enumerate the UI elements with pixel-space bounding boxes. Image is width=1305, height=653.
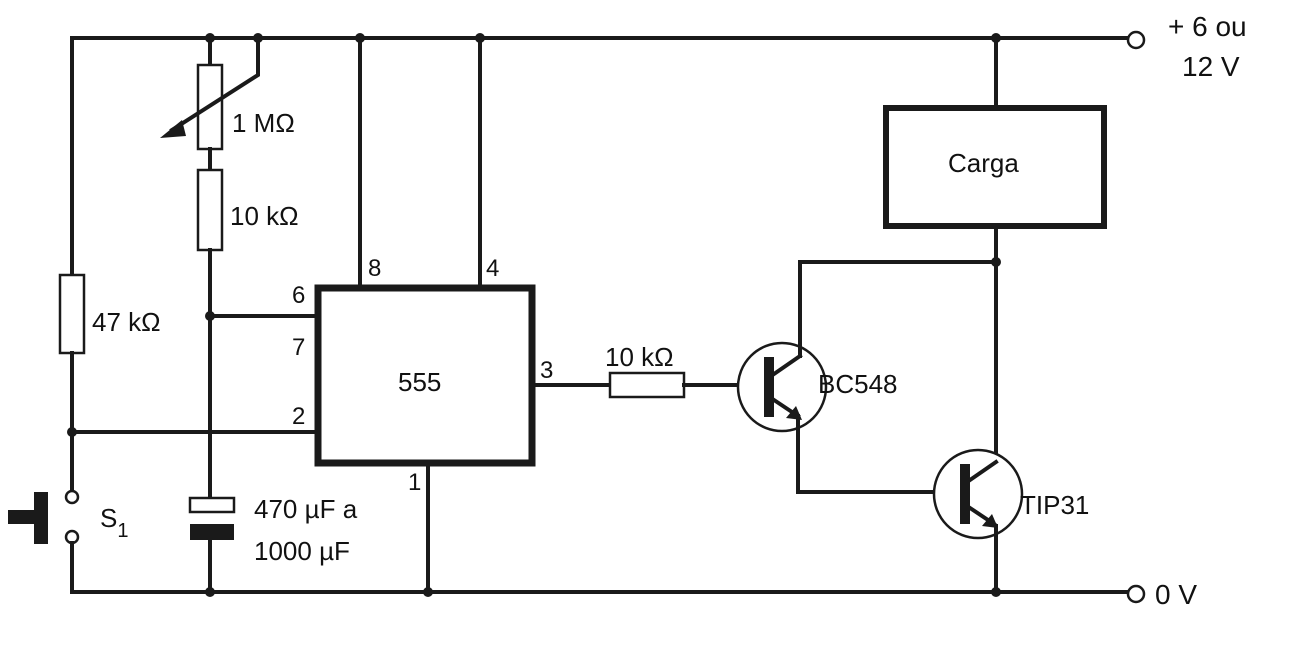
junction-pin1-ground bbox=[423, 587, 433, 597]
q1-collector-wire bbox=[798, 260, 998, 358]
transistor-tip31-body bbox=[932, 448, 1024, 540]
ic-555-label: 555 bbox=[398, 367, 441, 397]
pot-wiper-arrow bbox=[160, 120, 186, 138]
resistor-timing-10k bbox=[196, 168, 224, 252]
transistor-tip31-base-bar bbox=[960, 464, 970, 524]
pin-2-label: 2 bbox=[292, 403, 305, 430]
pot-wiper bbox=[169, 36, 260, 133]
resistor-base-label: 10 kΩ bbox=[605, 342, 674, 372]
transistor-bc548-body bbox=[736, 341, 828, 433]
capacitor-plate-positive bbox=[188, 496, 236, 514]
pin-4-label: 4 bbox=[486, 255, 499, 282]
junction-q2-ground bbox=[991, 587, 1001, 597]
transistor-tip31-label: TIP31 bbox=[1020, 490, 1089, 520]
capacitor-label-line2: 1000 µF bbox=[254, 536, 350, 566]
pin-1-label: 1 bbox=[408, 469, 421, 496]
pin-8-label: 8 bbox=[368, 255, 381, 282]
resistor-47k-label: 47 kΩ bbox=[92, 307, 161, 337]
switch-label-sub: 1 bbox=[117, 520, 128, 542]
supply-label-line1: + 6 ou bbox=[1168, 11, 1247, 42]
junction-cap-ground bbox=[205, 587, 215, 597]
q1-collector-lead bbox=[771, 353, 803, 377]
load-label: Carga bbox=[948, 148, 1019, 178]
ground-label: 0 V bbox=[1155, 579, 1197, 610]
capacitor-label-line1: 470 µF a bbox=[254, 494, 358, 524]
switch-pushbutton bbox=[34, 492, 48, 544]
q1-emitter-wire bbox=[796, 414, 966, 494]
switch-label: S1 bbox=[100, 503, 128, 542]
supply-terminal bbox=[1126, 30, 1146, 50]
pin-7-label: 7 bbox=[292, 334, 305, 361]
transistor-bc548-base-bar bbox=[764, 357, 774, 417]
resistor-timing-label: 10 kΩ bbox=[230, 201, 299, 231]
pin-6-label: 6 bbox=[292, 282, 305, 309]
pot-label: 1 MΩ bbox=[232, 108, 295, 138]
junction-supply-pot bbox=[205, 33, 215, 43]
switch-contact-top bbox=[64, 489, 80, 505]
resistor-base-10k bbox=[608, 371, 686, 399]
supply-label-line2: 12 V bbox=[1182, 51, 1240, 82]
pin-3-label: 3 bbox=[540, 357, 553, 384]
ground-terminal bbox=[1126, 584, 1146, 604]
capacitor-plate-negative bbox=[190, 524, 234, 540]
junction-supply-wiper bbox=[253, 33, 263, 43]
junction-load-q1 bbox=[991, 257, 1001, 267]
load-box bbox=[883, 105, 1107, 229]
switch-label-main: S bbox=[100, 503, 117, 533]
ic-555-body bbox=[314, 284, 536, 467]
transistor-bc548-label: BC548 bbox=[818, 369, 898, 399]
resistor-47k bbox=[58, 273, 86, 355]
switch-button-stem bbox=[8, 510, 38, 524]
q2-collector-lead bbox=[967, 459, 999, 483]
